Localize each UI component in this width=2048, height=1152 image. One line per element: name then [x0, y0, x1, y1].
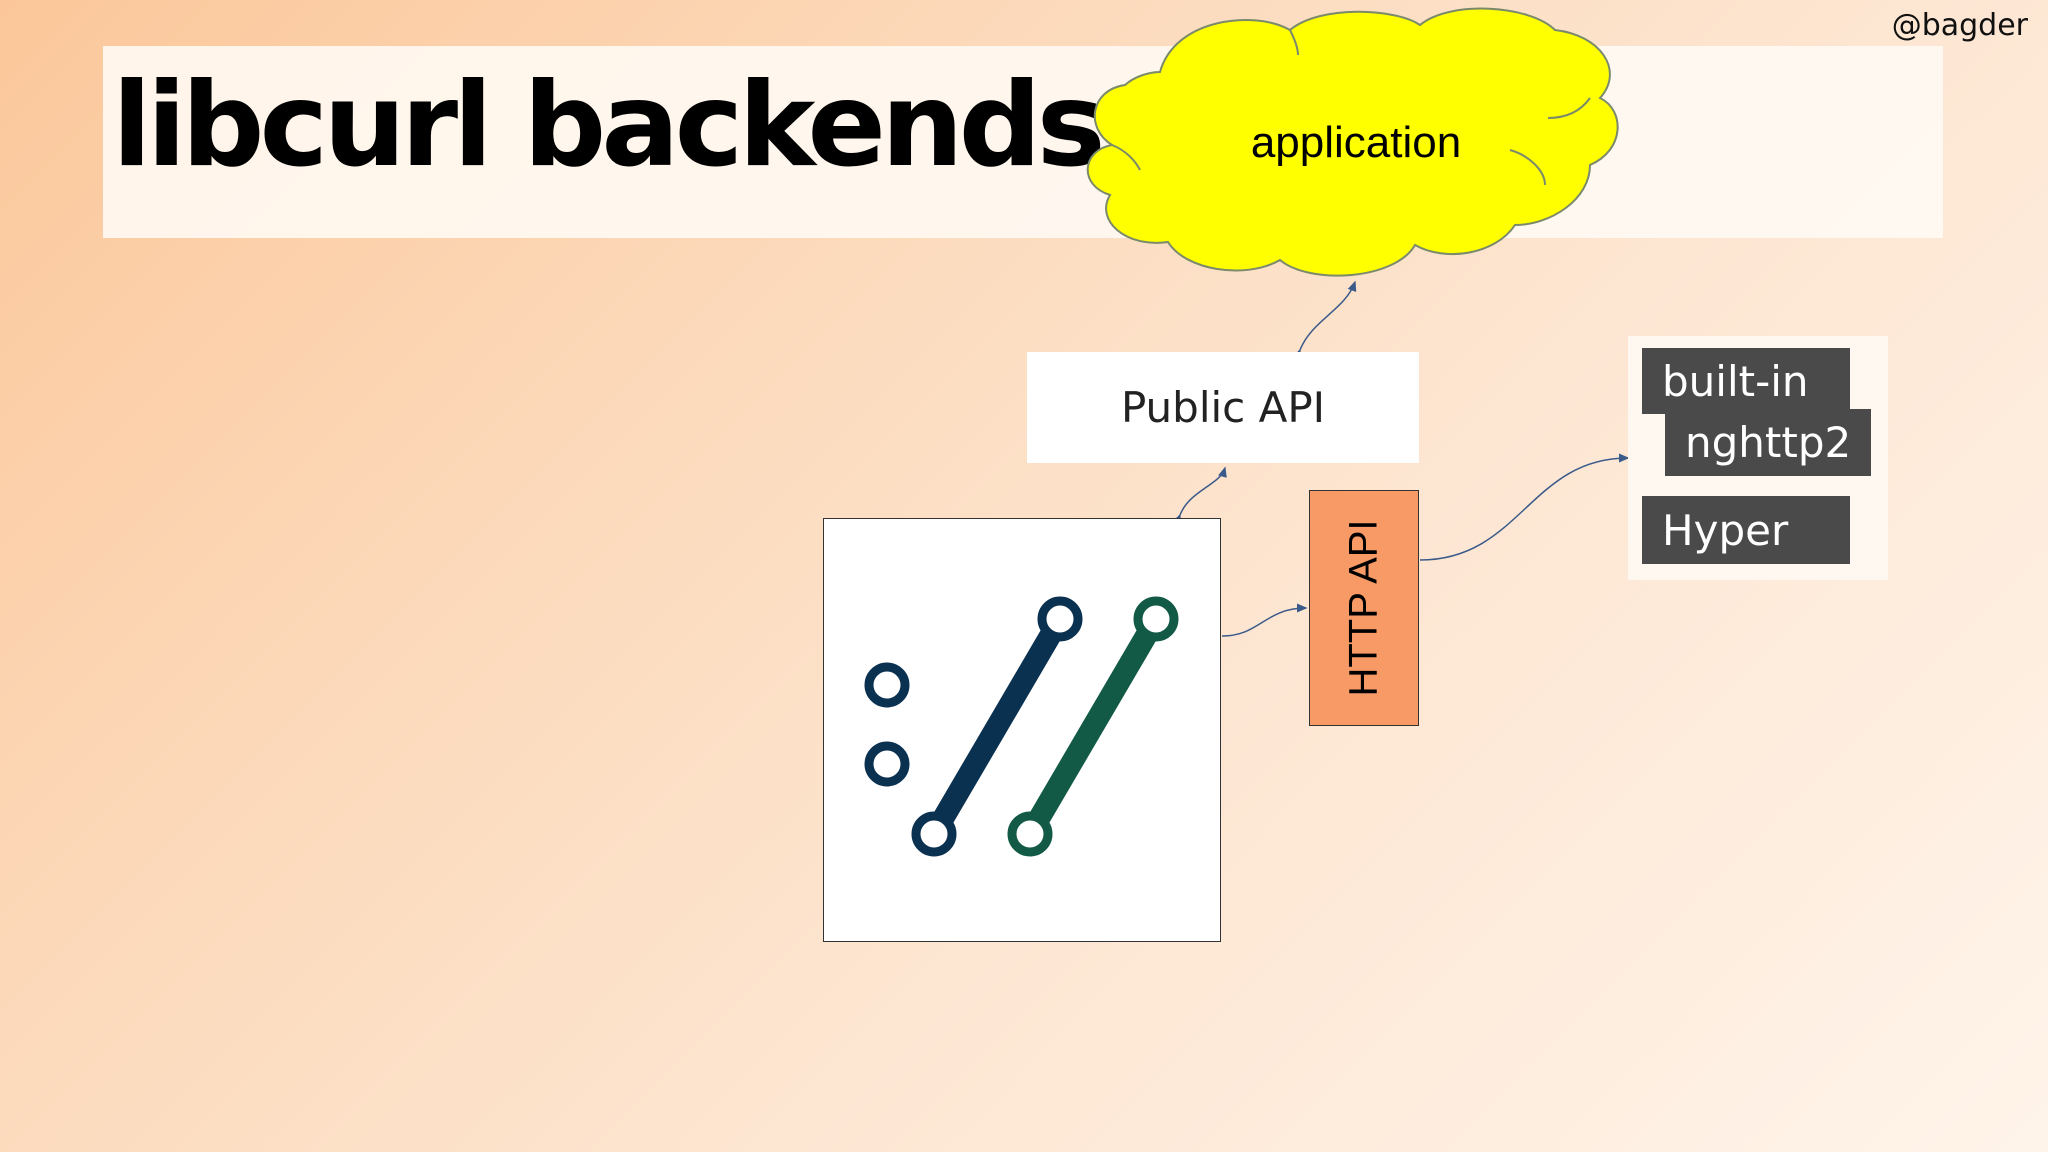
- application-cloud-shape: [1086, 7, 1619, 277]
- title-band: [103, 46, 1943, 238]
- backend-built-in: built-in: [1642, 348, 1850, 414]
- public-api-box: Public API: [1027, 352, 1419, 463]
- curl-logo-box: [823, 518, 1221, 942]
- backend-hyper: Hyper: [1642, 496, 1850, 564]
- public-api-label: Public API: [1120, 383, 1326, 432]
- http-api-box: HTTP API: [1309, 490, 1419, 726]
- backend-nghttp2: nghttp2: [1665, 409, 1871, 476]
- connector-public-api-to-core: [1172, 466, 1227, 526]
- connector-core-to-http-api: [1221, 603, 1308, 637]
- connector-cloud-to-public-api: [1292, 280, 1357, 361]
- http-api-label: HTTP API: [1341, 519, 1386, 697]
- author-handle: @bagder: [1891, 8, 2028, 43]
- curl-logo-icon: [864, 596, 1179, 857]
- connector-http-api-to-backends: [1419, 453, 1630, 561]
- application-label: application: [1250, 118, 1462, 167]
- slide-title: libcurl backends: [112, 58, 1106, 193]
